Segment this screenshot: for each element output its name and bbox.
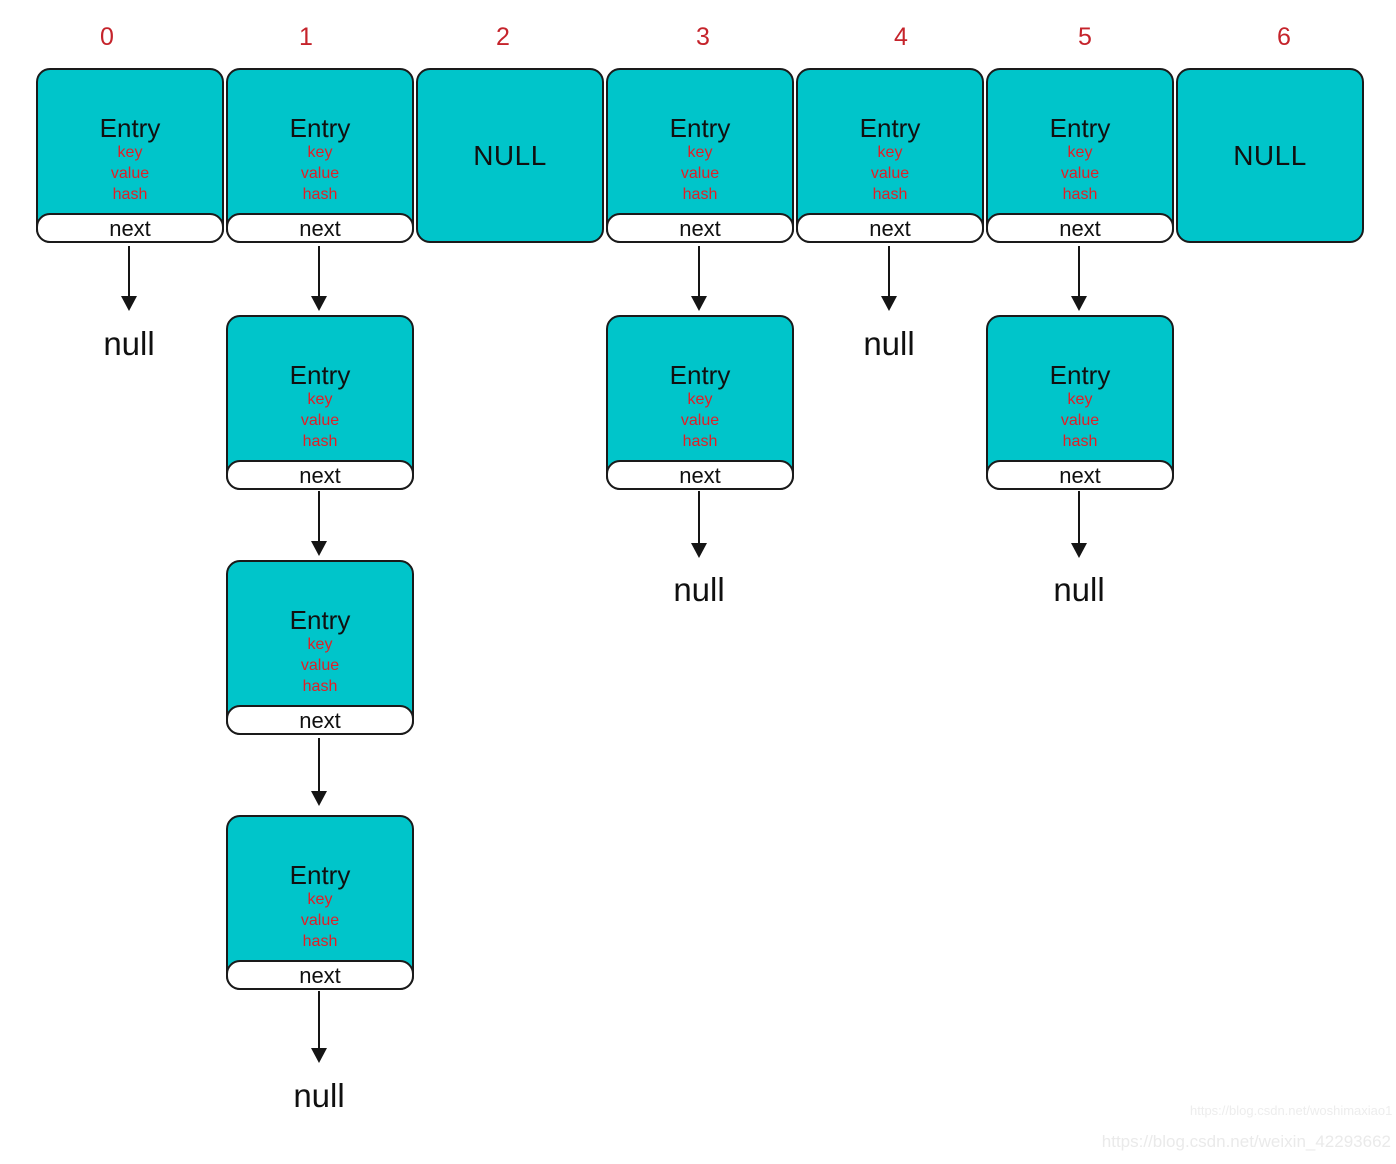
arrow-bucket0 (121, 246, 137, 311)
entry-title: Entry (1049, 360, 1111, 390)
null-label-bucket0: null (103, 325, 155, 362)
entry-title: Entry (669, 113, 731, 143)
bucket1-entry-4: Entry key value hash next (226, 815, 414, 990)
arrow-bucket1-3 (311, 738, 327, 806)
entry-title: Entry (99, 113, 161, 143)
entry-field-value: value (300, 912, 340, 929)
entry-title: Entry (289, 605, 351, 635)
entry-field-key: key (307, 144, 333, 161)
arrow-bucket3-2 (691, 491, 707, 558)
entry-field-hash: hash (682, 186, 718, 203)
bucket1-entry-2: Entry key value hash next (226, 315, 414, 490)
bucket6-null-box: NULL (1176, 68, 1364, 243)
entry-field-key: key (1067, 391, 1093, 408)
entry-field-key: key (687, 144, 713, 161)
bucket1-entry-3: Entry key value hash next (226, 560, 414, 735)
entry-field-hash: hash (1062, 186, 1098, 203)
next-slot: next (986, 213, 1174, 243)
bucket-index-label-1: 1 (299, 23, 313, 51)
entry-field-key: key (117, 144, 143, 161)
bucket4-entry: Entry key value hash next (796, 68, 984, 243)
next-slot: next (226, 460, 414, 490)
bucket-index-label-4: 4 (894, 23, 908, 51)
entry-field-value: value (300, 165, 340, 182)
arrow-bucket1-4 (311, 991, 327, 1063)
bucket5-entry-2: Entry key value hash next (986, 315, 1174, 490)
entry-field-value: value (300, 657, 340, 674)
entry-field-value: value (870, 165, 910, 182)
next-slot: next (606, 460, 794, 490)
entry-field-hash: hash (302, 433, 338, 450)
null-label-bucket1: null (293, 1077, 345, 1114)
watermark-url-small: https://blog.csdn.net/woshimaxiao1 (1190, 1103, 1393, 1118)
entry-field-value: value (680, 412, 720, 429)
null-label-bucket3: null (673, 571, 725, 608)
entry-field-hash: hash (682, 433, 718, 450)
entry-title: Entry (859, 113, 921, 143)
bucket-index-label-6: 6 (1277, 23, 1291, 51)
bucket3-entry-1: Entry key value hash next (606, 68, 794, 243)
entry-field-value: value (1060, 165, 1100, 182)
arrow-bucket5-1 (1071, 246, 1087, 311)
entry-title: Entry (289, 360, 351, 390)
null-label-bucket5: null (1053, 571, 1105, 608)
entry-field-value: value (110, 165, 150, 182)
entry-field-key: key (307, 391, 333, 408)
bucket-index-label-0: 0 (100, 23, 114, 51)
next-slot: next (226, 213, 414, 243)
watermark-url-large: https://blog.csdn.net/weixin_42293662 (1101, 1132, 1391, 1151)
entry-field-key: key (877, 144, 903, 161)
entry-title: Entry (289, 113, 351, 143)
entry-field-key: key (307, 636, 333, 653)
next-slot: next (36, 213, 224, 243)
entry-field-hash: hash (1062, 433, 1098, 450)
bucket-index-label-5: 5 (1078, 23, 1092, 51)
bucket0-entry: Entry key value hash next (36, 68, 224, 243)
entry-field-key: key (307, 891, 333, 908)
entry-field-value: value (300, 412, 340, 429)
bucket-index-label-2: 2 (496, 23, 510, 51)
next-slot: next (606, 213, 794, 243)
next-slot: next (226, 705, 414, 735)
bucket2-null-box: NULL (416, 68, 604, 243)
bucket-index-label-3: 3 (696, 23, 710, 51)
entry-field-value: value (1060, 412, 1100, 429)
bucket3-entry-2: Entry key value hash next (606, 315, 794, 490)
entry-title: Entry (669, 360, 731, 390)
entry-field-key: key (1067, 144, 1093, 161)
entry-field-hash: hash (302, 678, 338, 695)
entry-field-hash: hash (302, 933, 338, 950)
entry-field-value: value (680, 165, 720, 182)
next-slot: next (226, 960, 414, 990)
entry-field-key: key (687, 391, 713, 408)
next-slot: next (986, 460, 1174, 490)
entry-field-hash: hash (112, 186, 148, 203)
entry-field-hash: hash (302, 186, 338, 203)
arrow-bucket4 (881, 246, 897, 311)
entry-title: Entry (1049, 113, 1111, 143)
entry-title: Entry (289, 860, 351, 890)
bucket5-entry-1: Entry key value hash next (986, 68, 1174, 243)
arrow-bucket1-1 (311, 246, 327, 311)
bucket1-entry-1: Entry key value hash next (226, 68, 414, 243)
arrow-bucket3-1 (691, 246, 707, 311)
arrow-bucket5-2 (1071, 491, 1087, 558)
next-slot: next (796, 213, 984, 243)
entry-field-hash: hash (872, 186, 908, 203)
arrow-bucket1-2 (311, 491, 327, 556)
null-label-bucket4: null (863, 325, 915, 362)
